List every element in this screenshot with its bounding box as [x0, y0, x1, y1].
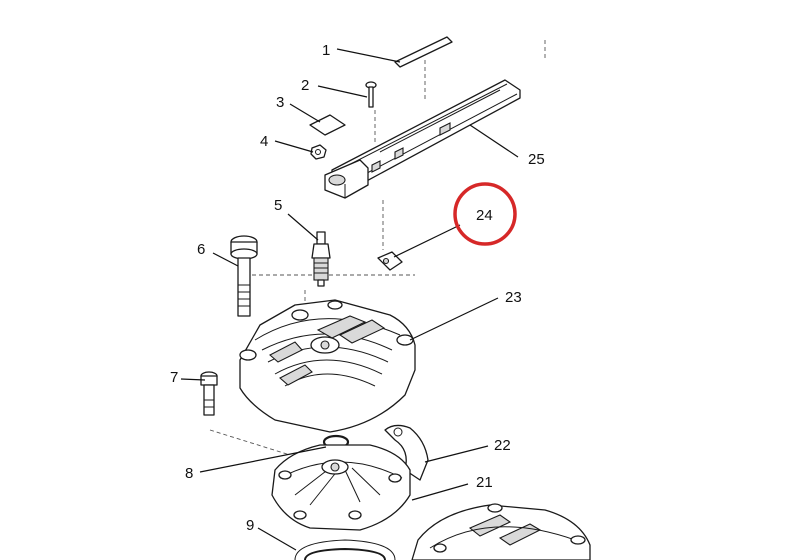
part-4-nut — [310, 144, 327, 160]
part-25-rail — [324, 79, 521, 199]
part-22-gasket — [384, 424, 429, 481]
part-5-spark-plug — [311, 231, 331, 287]
callout-4: 4 — [260, 133, 268, 150]
callout-6: 6 — [197, 241, 205, 258]
part-1-strip — [394, 36, 453, 68]
callout-1: 1 — [322, 42, 330, 59]
part-21-cover — [271, 444, 411, 531]
callout-22: 22 — [494, 437, 511, 454]
part-23-cylinder-head — [239, 299, 416, 433]
callout-24: 24 — [476, 207, 493, 224]
callout-21: 21 — [476, 474, 493, 491]
callout-2: 2 — [301, 77, 309, 94]
part-7-bolt — [200, 371, 218, 416]
callout-9: 9 — [246, 517, 254, 534]
callout-labels: 1 2 3 4 5 6 7 8 9 21 22 23 24 25 — [170, 42, 545, 534]
highlight-circle — [453, 182, 517, 246]
callout-25: 25 — [528, 151, 545, 168]
callout-5: 5 — [274, 197, 282, 214]
part-6-bolt — [230, 235, 258, 317]
part-3-plate — [309, 114, 346, 136]
callout-8: 8 — [185, 465, 193, 482]
part-2-screw — [365, 81, 377, 108]
part-9-ring — [294, 539, 396, 560]
lower-cylinder-head — [411, 503, 591, 560]
callout-7: 7 — [170, 369, 178, 386]
leader-lines — [180, 48, 519, 551]
callout-3: 3 — [276, 94, 284, 111]
callout-23: 23 — [505, 289, 522, 306]
